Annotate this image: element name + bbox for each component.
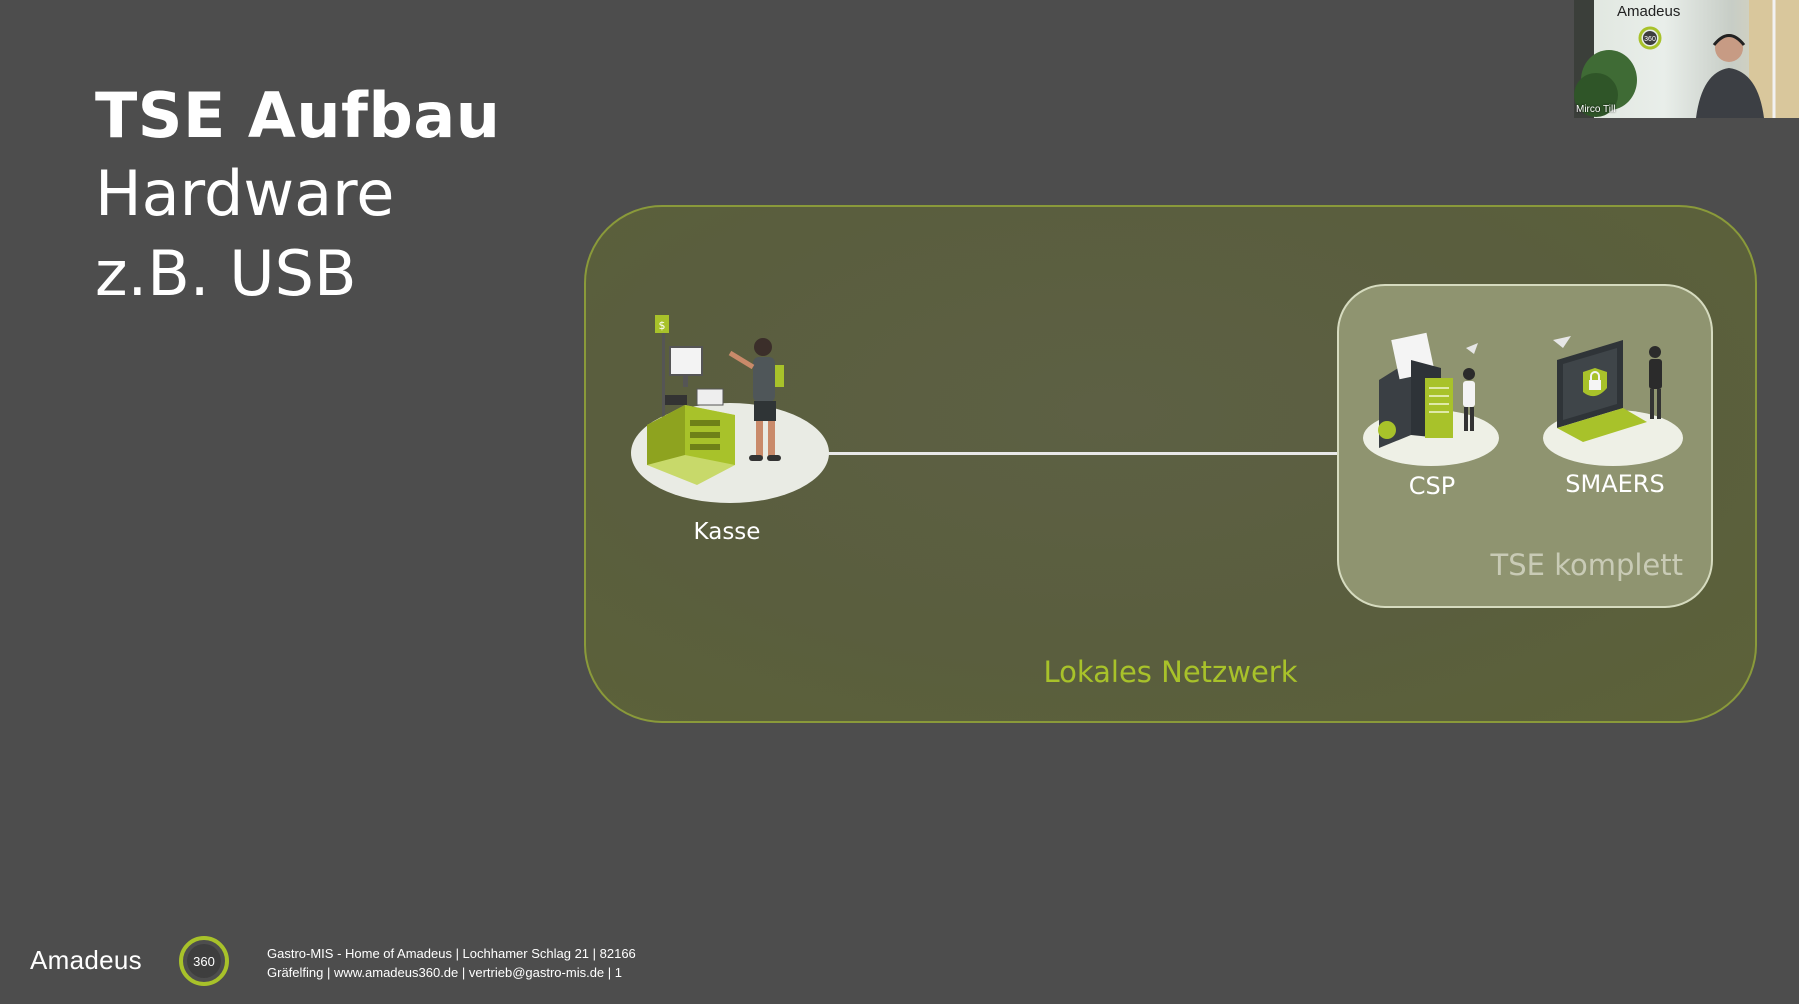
slide-subtitle-line1: Hardware xyxy=(95,157,395,230)
webcam-video-scene: 360 xyxy=(1574,0,1799,118)
network-label: Lokales Netzwerk xyxy=(1043,655,1298,689)
kasse-label: Kasse xyxy=(693,519,761,545)
amadeus-360-logo-icon: 360 xyxy=(179,936,229,986)
webcam-participant-name: Mirco Till xyxy=(1576,104,1616,115)
title-block: TSE Aufbau Hardware z.B. USB xyxy=(95,78,500,314)
cash-register-illustration: $ xyxy=(631,315,829,503)
connection-line xyxy=(822,452,1339,455)
webcam-badge-text: 360 xyxy=(1644,36,1656,43)
footer-address: Gastro-MIS - Home of Amadeus | Lochhamer… xyxy=(267,944,636,982)
footer-address-line1: Gastro-MIS - Home of Amadeus | Lochhamer… xyxy=(267,946,636,961)
smaers-illustration xyxy=(1543,336,1683,466)
slide-title: TSE Aufbau xyxy=(95,79,501,152)
svg-text:$: $ xyxy=(659,319,666,332)
tse-komplett-label: TSE komplett xyxy=(1490,548,1683,582)
footer-brand: Amadeus xyxy=(30,945,142,975)
webcam-video-tile[interactable]: 360 Amadeus Mirco Till xyxy=(1574,0,1799,118)
csp-illustration xyxy=(1363,332,1499,466)
csp-label: CSP xyxy=(1408,472,1456,500)
webcam-brand-text: Amadeus xyxy=(1617,3,1681,20)
slide-subtitle-line2: z.B. USB xyxy=(95,237,357,310)
footer-address-line2: Gräfelfing | www.amadeus360.de | vertrie… xyxy=(267,965,622,980)
logo-badge-text: 360 xyxy=(193,954,215,969)
smaers-label: SMAERS xyxy=(1565,470,1665,498)
